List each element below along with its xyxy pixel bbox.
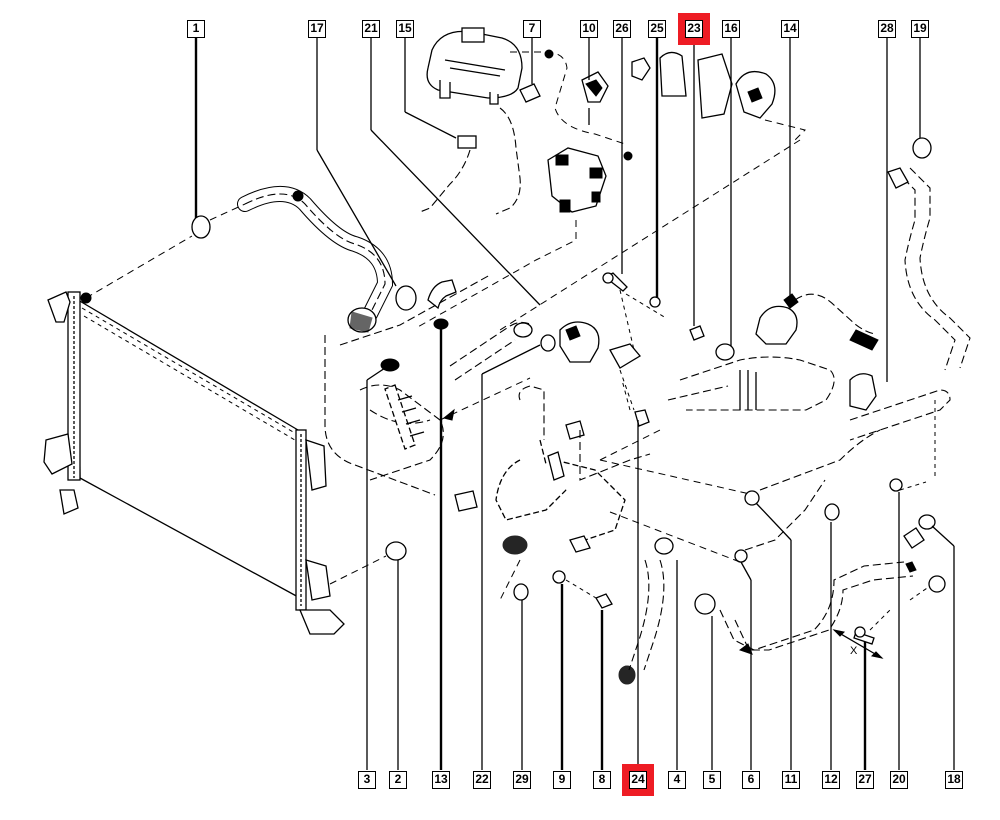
callout-11[interactable]: 11 [782,771,800,789]
sensor-wire [510,51,626,145]
callout-26[interactable]: 26 [613,20,631,38]
callout-19[interactable]: 19 [911,20,929,38]
callout-12[interactable]: 12 [822,771,840,789]
hose-clamp-21 [513,322,533,338]
hose-clamp-2 [385,541,407,561]
elbow-connector [427,279,457,310]
callout-28[interactable]: 28 [878,20,896,38]
expansion-tank [426,27,523,105]
valve-housing [547,147,607,213]
heater-hose-28 [894,169,956,371]
upper-radiator-hose [237,186,394,333]
callout-15[interactable]: 15 [396,20,414,38]
callout-20[interactable]: 20 [890,771,908,789]
callout-10[interactable]: 10 [580,20,598,38]
callout-5[interactable]: 5 [703,771,721,789]
callout-1[interactable]: 1 [187,20,205,38]
callout-6[interactable]: 6 [742,771,760,789]
hose-4 [628,559,650,671]
hose-clamp-7 [519,83,541,103]
bolt-9 [552,570,566,584]
callout-2[interactable]: 2 [389,771,407,789]
gasket-23 [659,51,687,97]
callout-25[interactable]: 25 [648,20,666,38]
hose-clamp-1 [191,215,211,239]
outlet-housing [609,343,641,369]
hose-clamp-19 [912,137,932,159]
expansion-tank-hose [495,107,521,215]
small-fitting [631,57,651,81]
callout-3[interactable]: 3 [358,771,376,789]
auxiliary-pump [755,293,799,345]
callout-21[interactable]: 21 [362,20,380,38]
crossover-hose [679,356,835,411]
nut-25 [649,296,661,308]
callout-13[interactable]: 13 [432,771,450,789]
connector [928,575,946,593]
hose-clamp-29 [513,583,529,601]
callout-9[interactable]: 9 [553,771,571,789]
callout-22[interactable]: 22 [473,771,491,789]
hose-clamp-6 [734,549,748,563]
callout-23-highlighted[interactable]: 23 [678,13,710,45]
hose-clamp-20 [889,478,903,492]
bracket-16 [697,53,733,119]
callout-27[interactable]: 27 [856,771,874,789]
leader-lines [194,38,955,770]
gasket-24 [634,409,650,427]
hose-clamp-12 [824,503,840,521]
lower-hose-assembly [324,274,531,512]
callout-16[interactable]: 16 [722,20,740,38]
hose-clamp-13 [433,318,449,330]
hose-clamp-4 [654,537,674,555]
hose-clamp-17 [395,285,417,311]
water-outlet-manifold [495,385,651,555]
hose-clamp-5 [694,593,716,615]
pump-hose-14 [794,293,876,335]
hose-clamp-11 [744,490,760,506]
bolt-8 [595,593,613,609]
dimension-x-label: X [850,645,858,657]
callout-24-highlighted[interactable]: 24 [622,764,654,796]
lower-hose-5 [719,561,905,651]
hose-clamp-16 [715,343,735,361]
callout-18[interactable]: 18 [945,771,963,789]
temperature-sensor [903,527,925,549]
hose-11 [759,429,881,491]
hose-clamp-3 [380,358,400,372]
hose-clamp-18 [918,514,936,530]
callout-29[interactable]: 29 [513,771,531,789]
callout-17[interactable]: 17 [308,20,326,38]
callout-14[interactable]: 14 [781,20,799,38]
thermostat-28 [849,373,877,411]
gasket-23-lower [689,325,705,341]
hose-clamp-22 [540,334,556,352]
radiator [43,291,345,635]
callout-7[interactable]: 7 [523,20,541,38]
callout-8[interactable]: 8 [593,771,611,789]
electric-water-pump [559,321,600,363]
bypass-hose [449,321,531,367]
plug-15 [457,135,477,149]
callout-4[interactable]: 4 [668,771,686,789]
